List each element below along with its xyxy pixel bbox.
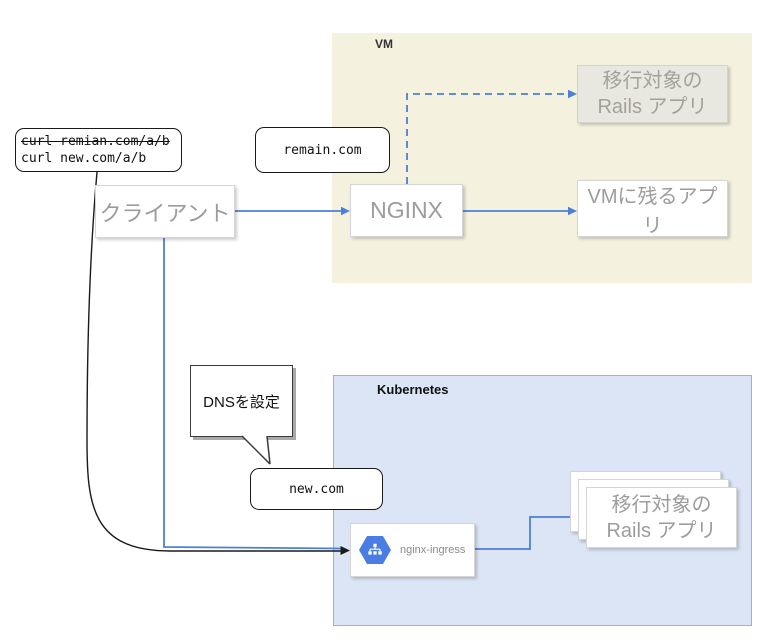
nginx-ingress-label: nginx-ingress — [400, 544, 466, 556]
remain-domain-label: remain.com — [283, 142, 362, 158]
client-node-label: クライアント — [99, 200, 231, 226]
nginx-node: NGINX — [350, 184, 463, 237]
curl-old-command: curl remian.com/a/b — [21, 134, 170, 149]
nginx-ingress-node: nginx-ingress — [350, 523, 475, 577]
curl-commands-note: curl remian.com/a/b curl new.com/a/b — [15, 128, 182, 172]
new-domain-label: new.com — [289, 481, 344, 497]
k8s-rails-app-line1: 移行対象の — [611, 493, 712, 516]
vm-old-rails-app-node: 移行対象の Rails アプリ — [577, 65, 728, 123]
vm-group-label: VM — [375, 37, 393, 51]
vm-old-rails-app-line1: 移行対象の — [602, 70, 703, 92]
dns-setup-label: DNSを設定 — [203, 393, 280, 411]
kubernetes-group-label: Kubernetes — [377, 382, 449, 397]
nginx-node-label: NGINX — [370, 197, 443, 223]
dns-setup-note: DNSを設定 — [190, 365, 293, 437]
gcp-hexagon-network-icon — [359, 536, 391, 564]
k8s-rails-app-node: 移行対象の Rails アプリ — [586, 487, 737, 548]
remain-domain-badge: remain.com — [255, 127, 390, 173]
client-node: クライアント — [95, 185, 235, 238]
vm-remaining-app-node: VMに残るアプリ — [577, 180, 728, 237]
new-domain-badge: new.com — [250, 468, 383, 510]
curl-new-command: curl new.com/a/b — [21, 151, 147, 166]
k8s-rails-app-line2: Rails アプリ — [606, 519, 717, 542]
vm-old-rails-app-line2: Rails アプリ — [597, 96, 708, 118]
vm-remaining-app-label: VMに残るアプリ — [587, 185, 718, 237]
